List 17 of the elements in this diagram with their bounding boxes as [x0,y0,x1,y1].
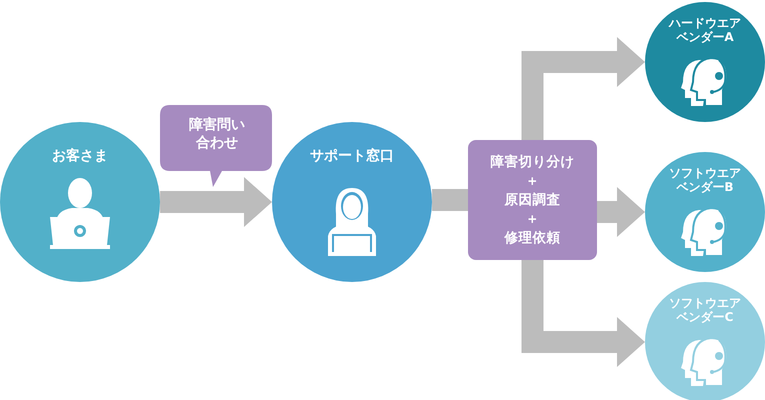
process-box [468,140,597,260]
connector-bar [432,189,468,211]
arrow [597,187,645,237]
arrow [160,177,272,227]
role-label: サポート窓口 [309,148,395,165]
process-text: ＋ [524,211,540,228]
process-text: 原因調査 [503,192,562,208]
arrow [522,37,645,140]
role-label: ハードウエアベンダーA [668,16,742,45]
role-label: ソフトウエアベンダーB [668,166,742,195]
process-text: 障害切り分け [490,154,576,170]
process-text: ＋ [524,173,540,190]
role-label: ソフトウエアベンダーC [668,296,742,325]
role-label: お客さま [51,148,109,165]
edge-label: 障害問い合わせ [188,117,246,152]
arrow [522,260,645,367]
process-text: 修理依頼 [503,230,562,246]
